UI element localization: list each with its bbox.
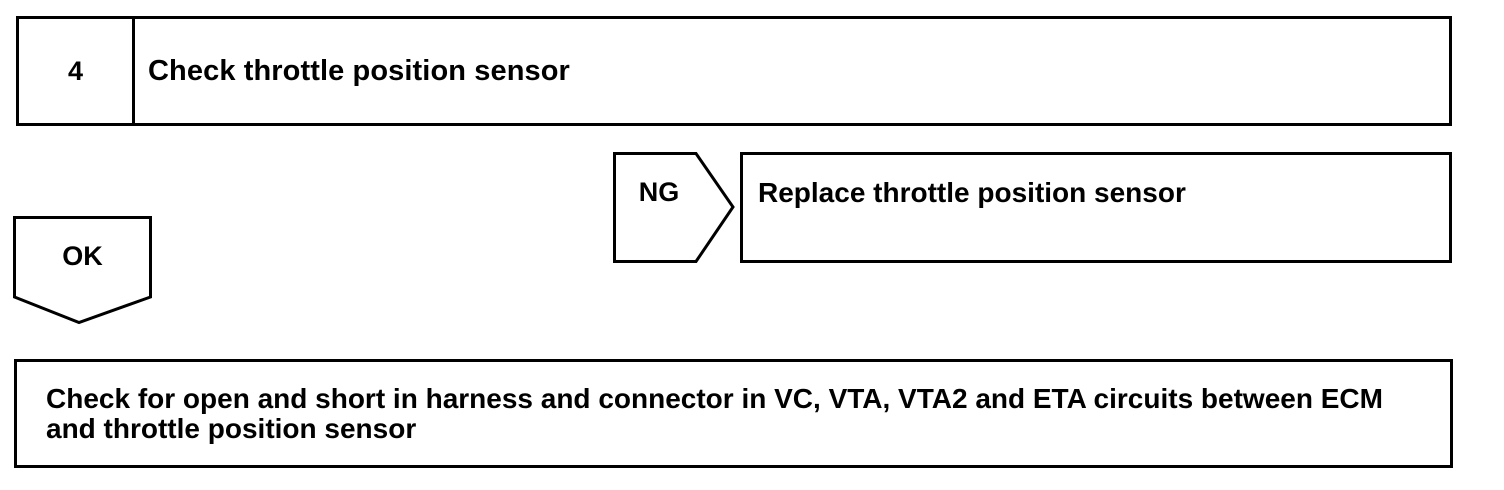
step-title: Check throttle position sensor [148, 54, 570, 87]
ng-action-text: Replace throttle position sensor [758, 177, 1186, 208]
step-box: 4 Check throttle position sensor [16, 16, 1452, 126]
next-step-text: Check for open and short in harness and … [46, 383, 1383, 444]
ng-label: NG [638, 176, 680, 207]
ng-action-box: Replace throttle position sensor [740, 152, 1452, 263]
next-step-box: Check for open and short in harness and … [14, 359, 1453, 468]
step-number: 4 [19, 19, 135, 123]
ok-label: OK [62, 240, 103, 271]
